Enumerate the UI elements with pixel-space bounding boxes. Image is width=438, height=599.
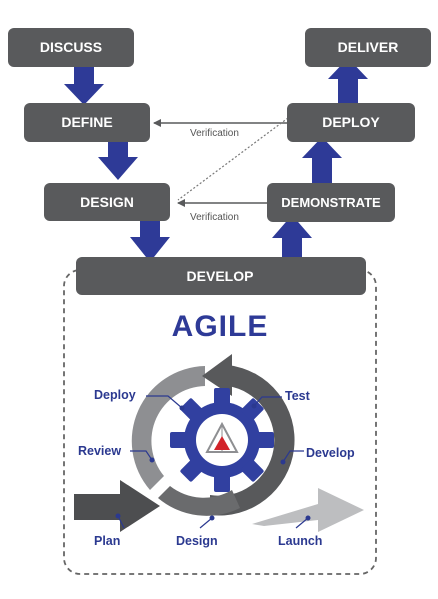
callout-lines: [117, 395, 309, 529]
flow-arrow-demonstrate-deploy: [302, 137, 342, 184]
cycle-label-deploy: Deploy: [94, 388, 136, 402]
box-develop-label: DEVELOP: [187, 268, 254, 284]
cycle-label-plan: Plan: [94, 534, 120, 548]
triangle-logo-icon: [205, 421, 239, 453]
box-deploy: DEPLOY: [287, 103, 415, 142]
agile-title: AGILE: [172, 310, 269, 343]
box-define: DEFINE: [24, 103, 150, 142]
gear-icon: [170, 388, 274, 492]
verification-dotted-link: [177, 117, 289, 201]
box-design: DESIGN: [44, 183, 170, 221]
cycle-label-design: Design: [176, 534, 218, 548]
flow-arrow-develop-demonstrate: [272, 215, 312, 262]
flow-arrow-design-develop: [130, 218, 170, 262]
flow-arrow-deploy-deliver: [328, 58, 368, 103]
box-demonstrate: DEMONSTRATE: [267, 183, 395, 222]
plan-arrow: [74, 480, 160, 532]
cycle-label-develop: Develop: [306, 446, 355, 460]
cycle-arrowhead: [202, 354, 232, 396]
callout-dots: [115, 403, 311, 521]
verification-label-lower: Verification: [190, 212, 239, 223]
flow-arrow-define-design: [98, 140, 138, 180]
cycle-label-review: Review: [78, 444, 121, 458]
box-deploy-label: DEPLOY: [322, 114, 380, 130]
launch-arrow: [252, 488, 364, 532]
design-arc-bottom: [158, 486, 240, 516]
flow-arrow-discuss-define: [64, 67, 104, 105]
box-define-label: DEFINE: [61, 114, 112, 130]
cycle-label-launch: Launch: [278, 534, 322, 548]
box-discuss-label: DISCUSS: [40, 39, 102, 55]
cycle-label-test: Test: [285, 389, 311, 403]
cycle-arc-right: [210, 365, 295, 516]
verification-label-upper: Verification: [190, 128, 239, 139]
box-demonstrate-label: DEMONSTRATE: [281, 195, 381, 210]
box-discuss: DISCUSS: [8, 28, 134, 67]
box-deliver: DELIVER: [305, 28, 431, 67]
box-develop: DEVELOP: [76, 257, 366, 295]
box-design-label: DESIGN: [80, 194, 134, 210]
box-deliver-label: DELIVER: [338, 39, 399, 55]
